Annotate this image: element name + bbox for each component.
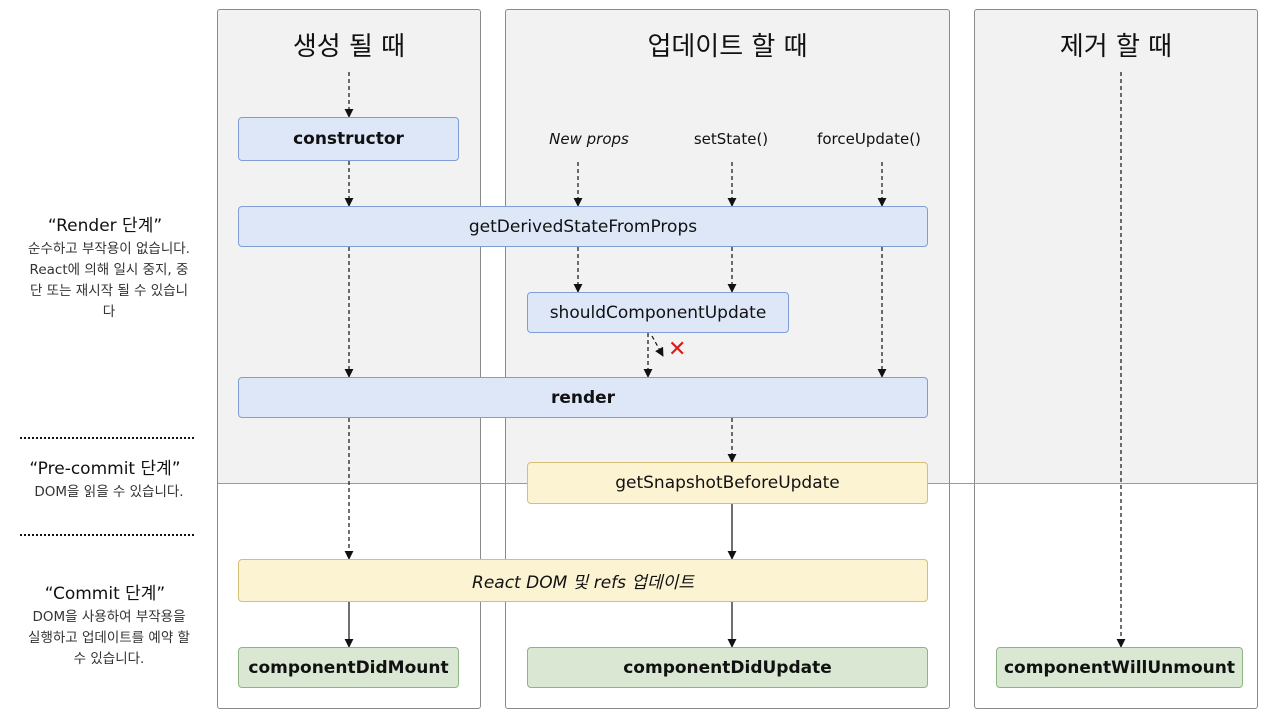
unmount-phase-title: 제거 할 때 bbox=[1059, 32, 1173, 62]
commit-stage-description: DOM을 사용하여 부작용을 실행하고 업데이트를 예약 할 수 있습니다. bbox=[28, 609, 190, 667]
trigger-set-state: setState() bbox=[693, 130, 769, 148]
stage-separator-1 bbox=[20, 437, 194, 439]
component-will-unmount-box: componentWillUnmount bbox=[996, 647, 1243, 688]
mount-phase-title: 생성 될 때 bbox=[292, 32, 406, 62]
precommit-stage-description: DOM을 읽을 수 있습니다. bbox=[34, 484, 184, 500]
render-stage-description: 순수하고 부작용이 없습니다. React에 의해 일시 중지, 중단 또는 재… bbox=[28, 241, 190, 320]
trigger-force-update: forceUpdate() bbox=[817, 130, 921, 148]
component-did-update-box: componentDidUpdate bbox=[527, 647, 928, 688]
arrow-scu-cancel bbox=[651, 335, 664, 357]
unmount-panel: 제거 할 때 bbox=[974, 9, 1258, 709]
commit-stage-title: “Commit 단계” bbox=[44, 584, 166, 604]
get-snapshot-box: getSnapshotBeforeUpdate bbox=[527, 462, 928, 504]
constructor-box: constructor bbox=[238, 117, 459, 161]
update-phase-title: 업데이트 할 때 bbox=[647, 32, 808, 62]
react-dom-update-box: React DOM 및 refs 업데이트 bbox=[238, 559, 928, 602]
should-component-update-box: shouldComponentUpdate bbox=[527, 292, 789, 333]
stage-separator-2 bbox=[20, 534, 194, 536]
render-stage-title: “Render 단계” bbox=[47, 216, 163, 236]
component-did-mount-box: componentDidMount bbox=[238, 647, 459, 688]
get-derived-state-box: getDerivedStateFromProps bbox=[238, 206, 928, 247]
precommit-stage-title: “Pre-commit 단계” bbox=[29, 459, 181, 479]
cross-icon: ✕ bbox=[668, 337, 687, 362]
trigger-new-props: New props bbox=[549, 130, 629, 148]
render-box: render bbox=[238, 377, 928, 418]
